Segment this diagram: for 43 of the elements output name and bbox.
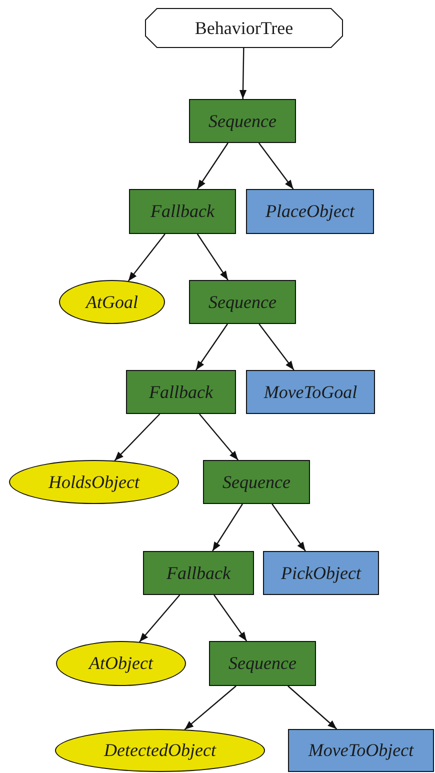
node-label: AtGoal (86, 292, 138, 312)
action-box (288, 729, 434, 772)
arrow (196, 324, 228, 370)
arrow (272, 504, 306, 552)
arrow (258, 324, 294, 370)
node-label: PickObject (281, 562, 361, 584)
arrow (199, 414, 238, 460)
arrow (258, 142, 294, 190)
node-label: AtObject (89, 653, 153, 674)
sequence-box (126, 370, 236, 414)
node-label: MoveToObject (308, 740, 414, 761)
node-label: Fallback (166, 562, 230, 584)
node-label: Sequence (228, 653, 296, 674)
arrow (214, 594, 248, 642)
sequence-box (189, 280, 296, 324)
arrow (139, 594, 180, 642)
arrow (288, 686, 338, 730)
arrow (239, 48, 247, 100)
node-label: Sequence (222, 472, 290, 492)
node-label: Fallback (149, 382, 213, 402)
action-box (263, 551, 379, 595)
arrow (212, 504, 243, 552)
node-label: Sequence (208, 292, 276, 312)
action-box (246, 189, 374, 234)
node-label: HoldsObject (48, 472, 140, 492)
arrow (128, 234, 166, 282)
sequence-box (129, 189, 236, 234)
node-label: PlaceObject (266, 201, 354, 222)
node-label: Fallback (150, 201, 214, 222)
action-box (246, 370, 375, 414)
sequence-box (189, 99, 296, 143)
arrow (196, 234, 228, 280)
sequence-box (209, 641, 316, 686)
node-label: MoveToGoal (264, 382, 358, 402)
sequence-box (203, 460, 310, 504)
arrow (184, 686, 236, 730)
node-label: BehaviorTree (194, 18, 294, 38)
arrow (114, 414, 160, 462)
root-octagon (145, 8, 343, 48)
arrow (196, 142, 228, 190)
node-label: Sequence (208, 110, 276, 132)
sequence-box (143, 551, 254, 595)
node-label: DetectedObject (104, 740, 216, 761)
